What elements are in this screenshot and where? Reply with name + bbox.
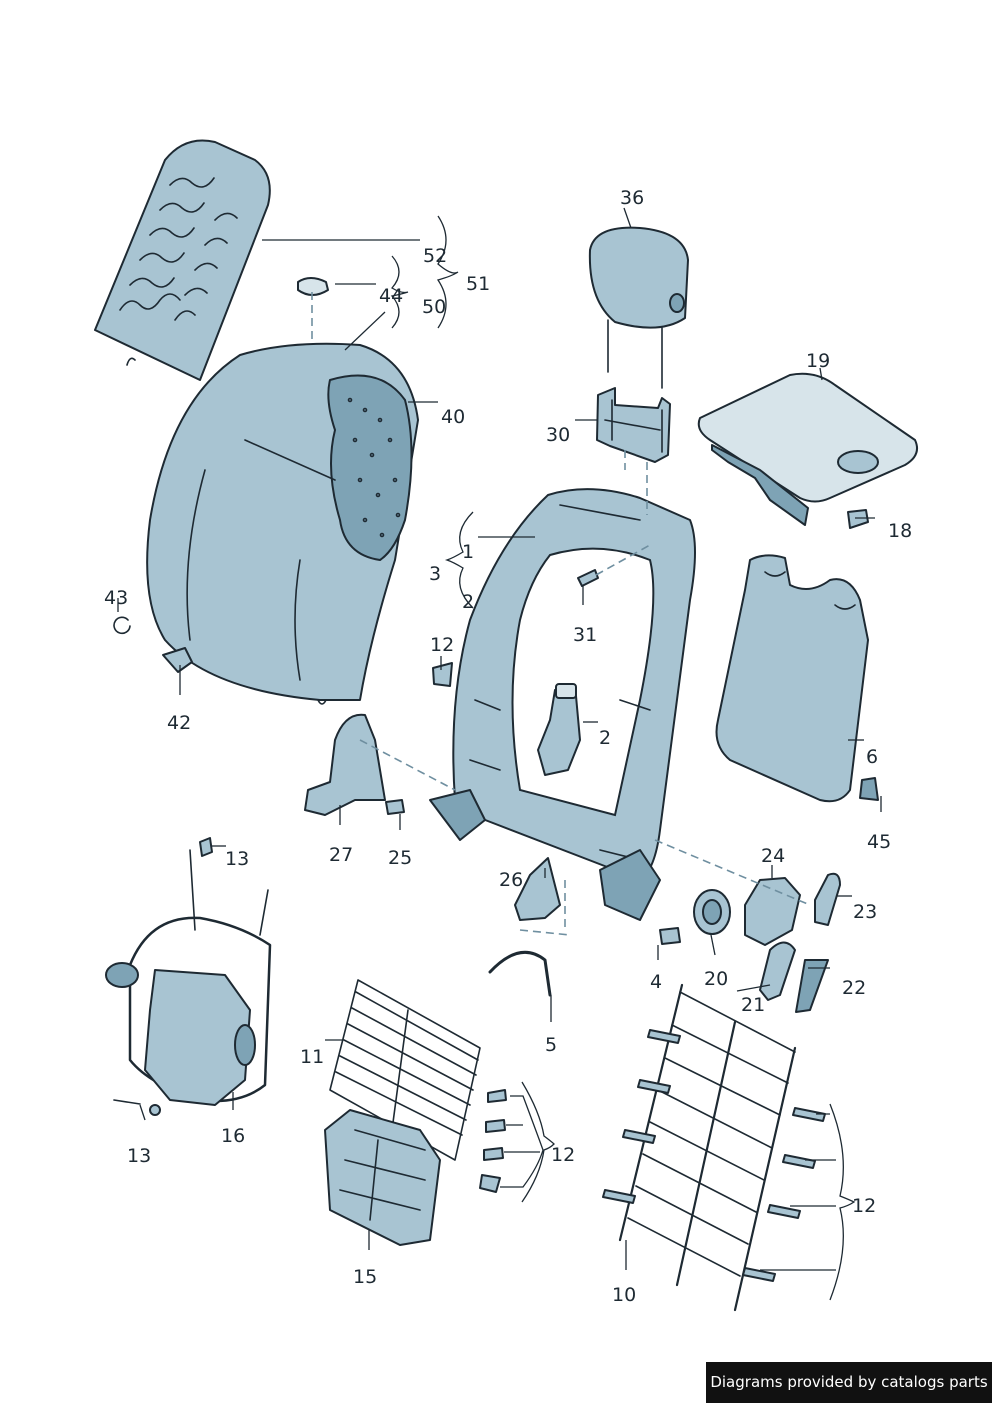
callout-10: 10: [612, 1284, 636, 1306]
callout-40: 40: [441, 406, 465, 428]
callout-4: 4: [650, 971, 662, 993]
part-headrest-guide: [596, 387, 671, 463]
callout-12-frame: 12: [430, 634, 454, 656]
callout-5: 5: [545, 1034, 557, 1056]
callout-51: 51: [466, 273, 490, 295]
callout-20: 20: [704, 968, 728, 990]
part-ring-43: [113, 616, 131, 635]
part-backrest-cover: [146, 342, 419, 705]
credit-banner: Diagrams provided by catalogs parts: [706, 1362, 992, 1403]
callout-6: 6: [866, 746, 878, 768]
callout-1: 1: [462, 541, 474, 563]
part-lumbar-plate-15: [324, 1109, 441, 1246]
part-lever-21: [759, 941, 796, 1001]
callout-2-upper: 2: [462, 591, 474, 613]
callout-2-motor: 2: [599, 727, 611, 749]
leader-lines: [117, 207, 882, 1301]
part-trim-23: [814, 872, 841, 926]
callout-16: 16: [221, 1125, 245, 1147]
part-wire-mesh-11: [329, 979, 481, 1161]
callout-18: 18: [888, 520, 912, 542]
part-knob-20: [693, 889, 731, 935]
callout-30: 30: [546, 424, 570, 446]
part-clips-12: [479, 1089, 507, 1193]
callout-24: 24: [761, 845, 785, 867]
callout-21: 21: [741, 994, 765, 1016]
callout-3: 3: [429, 563, 441, 585]
callout-19: 19: [806, 350, 830, 372]
part-screw-25: [385, 799, 405, 815]
part-heating-mat: [94, 139, 271, 381]
callout-50: 50: [422, 296, 446, 318]
part-housing-24: [744, 877, 801, 946]
part-spring-mat-10: [602, 983, 826, 1312]
part-back-panel: [715, 554, 869, 803]
callout-43: 43: [104, 587, 128, 609]
callout-15: 15: [353, 1266, 377, 1288]
callout-11: 11: [300, 1046, 324, 1068]
callout-36: 36: [620, 187, 644, 209]
part-screw-18: [847, 509, 869, 529]
part-bolt-31: [577, 569, 599, 587]
part-screw-13b: [113, 1099, 161, 1116]
part-screw-13a: [199, 837, 213, 857]
part-bracket-42: [162, 647, 193, 673]
callout-23: 23: [853, 901, 877, 923]
callout-42: 42: [167, 712, 191, 734]
callout-12-right: 12: [852, 1195, 876, 1217]
part-bracket-26: [514, 857, 571, 936]
part-clip-12: [432, 662, 453, 687]
part-motor-2: [537, 683, 581, 776]
callout-13-lower: 13: [127, 1145, 151, 1167]
part-backrest-frame: [429, 450, 696, 921]
callout-52: 52: [423, 245, 447, 267]
callout-12-mid: 12: [551, 1144, 575, 1166]
callout-27: 27: [329, 844, 353, 866]
part-wire-5: [488, 950, 552, 997]
part-screw-4: [659, 927, 681, 945]
callout-45: 45: [867, 831, 891, 853]
part-clip-45: [859, 777, 879, 801]
part-lumbar-frame: [105, 849, 272, 1106]
callout-26: 26: [499, 869, 523, 891]
part-rear-cover: [697, 372, 918, 526]
part-clip-44: [297, 277, 329, 350]
part-side-trim: [304, 713, 456, 816]
callout-25: 25: [388, 847, 412, 869]
callout-labels: 52 51 44 50 40 36 30 19 18 1 3 2 31 43 1…: [104, 187, 912, 1306]
callout-22: 22: [842, 977, 866, 999]
callout-44: 44: [379, 285, 403, 307]
callout-13-upper: 13: [225, 848, 249, 870]
part-trim-22: [795, 959, 829, 1013]
part-headrest: [588, 226, 689, 389]
callout-31: 31: [573, 624, 597, 646]
